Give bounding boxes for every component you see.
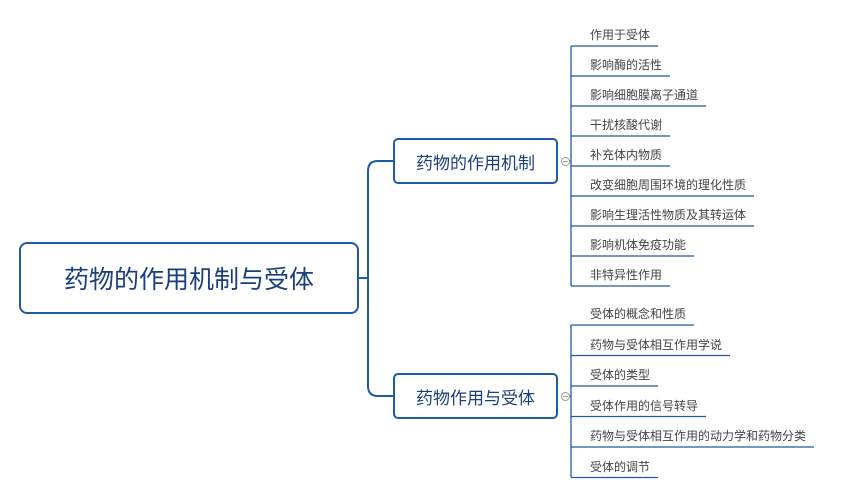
leaf-topic[interactable]: 影响机体免疫功能 (590, 238, 687, 252)
leaf-topic[interactable]: 受体的类型 (590, 368, 651, 382)
leaf-topic[interactable]: 药物与受体相互作用学说 (590, 337, 723, 352)
leaf-topic[interactable]: 改变细胞周围环境的理化性质 (590, 178, 747, 192)
root-topic[interactable]: 药物的作用机制与受体 (19, 242, 359, 314)
leaf-topic[interactable]: 受体的调节 (590, 459, 651, 474)
leaf-topic[interactable]: 影响生理活性物质及其转运体 (590, 208, 747, 222)
leaf-topic[interactable]: 干扰核酸代谢 (590, 118, 663, 132)
leaf-topic[interactable]: 非特异性作用 (590, 268, 663, 282)
branch-receptor[interactable]: 药物作用与受体 (393, 373, 558, 419)
leaf-topic[interactable]: 作用于受体 (590, 28, 651, 42)
collapse-toggle-icon[interactable]: − (561, 157, 570, 166)
branch-mechanism[interactable]: 药物的作用机制 (393, 138, 558, 184)
collapse-toggle-icon[interactable]: − (561, 392, 570, 401)
leaf-topic[interactable]: 补充体内物质 (590, 148, 663, 162)
leaf-topic[interactable]: 药物与受体相互作用的动力学和药物分类 (590, 429, 807, 443)
leaf-topic[interactable]: 影响酶的活性 (590, 58, 663, 72)
leaf-topic[interactable]: 影响细胞膜离子通道 (590, 88, 699, 102)
leaf-topic[interactable]: 受体的概念和性质 (590, 307, 687, 321)
leaf-topic[interactable]: 受体作用的信号转导 (590, 398, 699, 413)
